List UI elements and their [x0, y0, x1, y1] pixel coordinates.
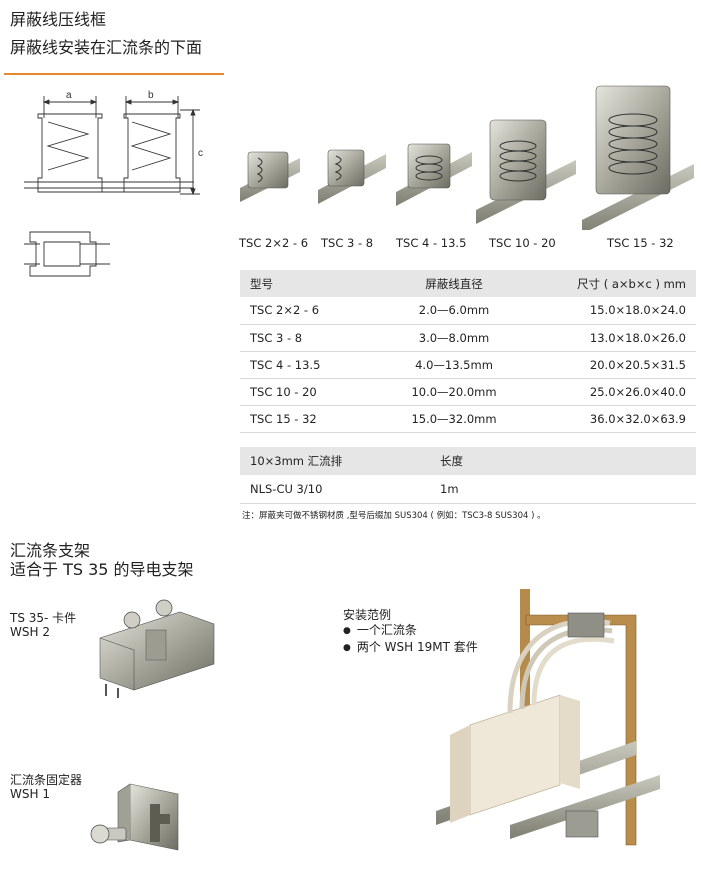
- spec-table-header: 型号 屏蔽线直径 尺寸 ( a×b×c ) mm: [240, 270, 696, 297]
- caption-tsc-2x2-6: TSC 2×2 - 6: [239, 236, 309, 250]
- wsh1-line2: WSH 1: [10, 787, 50, 801]
- header-diameter: 屏蔽线直径: [380, 270, 528, 297]
- table-row: TSC 4 - 13.5 4.0—13.5mm 20.0×20.5×31.5: [240, 351, 696, 378]
- section-title: 汇流条支架: [10, 541, 91, 560]
- cell-length: 1m: [440, 481, 459, 496]
- install-example-photo: [436, 589, 660, 846]
- cell-model: TSC 3 - 8: [250, 330, 303, 345]
- wsh2-line1: TS 35- 卡件: [10, 611, 77, 625]
- product-tsc-15-32: [582, 85, 694, 230]
- product-tsc-2x2-6: [240, 151, 300, 202]
- footnote: 注：屏蔽夹可做不锈钢材质 ,型号后缀加 SUS304 ( 例如：TSC3-8 S…: [242, 511, 546, 521]
- page-title: 屏蔽线压线框: [10, 10, 107, 29]
- cell-model: TSC 2×2 - 6: [250, 303, 320, 318]
- product-photos: [240, 85, 694, 230]
- accent-divider: [4, 73, 224, 75]
- dim-b-label: b: [148, 90, 154, 101]
- product-tsc-4-13-5: [396, 143, 472, 206]
- header-length: 长度: [430, 447, 696, 475]
- install-item: 两个 WSH 19MT 套件: [343, 640, 478, 657]
- cell-diameter: 15.0—32.0mm: [411, 411, 497, 426]
- table-row: TSC 2×2 - 6 2.0—6.0mm 15.0×18.0×24.0: [240, 297, 696, 324]
- cell-diameter: 2.0—6.0mm: [418, 303, 490, 318]
- install-example: 安装范例 一个汇流条 两个 WSH 19MT 套件: [343, 608, 478, 657]
- cell-size: 20.0×20.5×31.5: [589, 357, 686, 372]
- header-size: 尺寸 ( a×b×c ) mm: [528, 270, 696, 297]
- cell-diameter: 3.0—8.0mm: [418, 330, 490, 345]
- wsh1-photo: [90, 783, 179, 851]
- cell-size: 15.0×18.0×24.0: [589, 303, 686, 318]
- cell-busbar-model: NLS-CU 3/10: [250, 481, 323, 496]
- dim-c-label: c: [198, 148, 203, 159]
- wsh2-photo: [99, 599, 215, 698]
- wsh1-line1: 汇流条固定器: [10, 773, 83, 787]
- product-tsc-3-8: [318, 149, 386, 204]
- header-busbar: 10×3mm 汇流排: [240, 447, 430, 475]
- dimension-diagram: a b c: [24, 90, 203, 277]
- wsh1-label: 汇流条固定器 WSH 1: [10, 773, 82, 801]
- cell-model: TSC 10 - 20: [250, 384, 317, 399]
- install-title: 安装范例: [343, 608, 392, 622]
- table-row: NLS-CU 3/10 1m: [240, 475, 696, 503]
- cell-model: TSC 15 - 32: [250, 411, 317, 426]
- caption-tsc-15-32: TSC 15 - 32: [607, 236, 674, 250]
- header-model: 型号: [240, 270, 380, 297]
- wsh2-line2: WSH 2: [10, 625, 50, 639]
- cell-size: 13.0×18.0×26.0: [589, 330, 686, 345]
- install-item: 一个汇流条: [343, 623, 478, 640]
- caption-tsc-10-20: TSC 10 - 20: [489, 236, 556, 250]
- dim-a-label: a: [66, 90, 72, 101]
- table-row: TSC 15 - 32 15.0—32.0mm 36.0×32.0×63.9: [240, 405, 696, 432]
- cell-diameter: 4.0—13.5mm: [415, 357, 493, 372]
- product-captions: TSC 2×2 - 6 TSC 3 - 8 TSC 4 - 13.5 TSC 1…: [236, 236, 701, 254]
- section-subtitle: 适合于 TS 35 的导电支架: [10, 560, 194, 579]
- page-subtitle: 屏蔽线安装在汇流条的下面: [10, 38, 203, 57]
- cell-model: TSC 4 - 13.5: [250, 357, 321, 372]
- wsh2-label: TS 35- 卡件 WSH 2: [10, 611, 76, 639]
- busbar-table-header: 10×3mm 汇流排 长度: [240, 447, 696, 475]
- busbar-table: 10×3mm 汇流排 长度 NLS-CU 3/10 1m: [240, 447, 696, 504]
- product-tsc-10-20: [476, 119, 576, 224]
- cell-size: 25.0×26.0×40.0: [589, 384, 686, 399]
- cell-size: 36.0×32.0×63.9: [589, 411, 686, 426]
- cell-diameter: 10.0—20.0mm: [411, 384, 497, 399]
- table-row: TSC 10 - 20 10.0—20.0mm 25.0×26.0×40.0: [240, 378, 696, 405]
- table-row: TSC 3 - 8 3.0—8.0mm 13.0×18.0×26.0: [240, 324, 696, 351]
- caption-tsc-4-13-5: TSC 4 - 13.5: [396, 236, 467, 250]
- spec-table: 型号 屏蔽线直径 尺寸 ( a×b×c ) mm TSC 2×2 - 6 2.0…: [240, 270, 696, 433]
- caption-tsc-3-8: TSC 3 - 8: [321, 236, 374, 250]
